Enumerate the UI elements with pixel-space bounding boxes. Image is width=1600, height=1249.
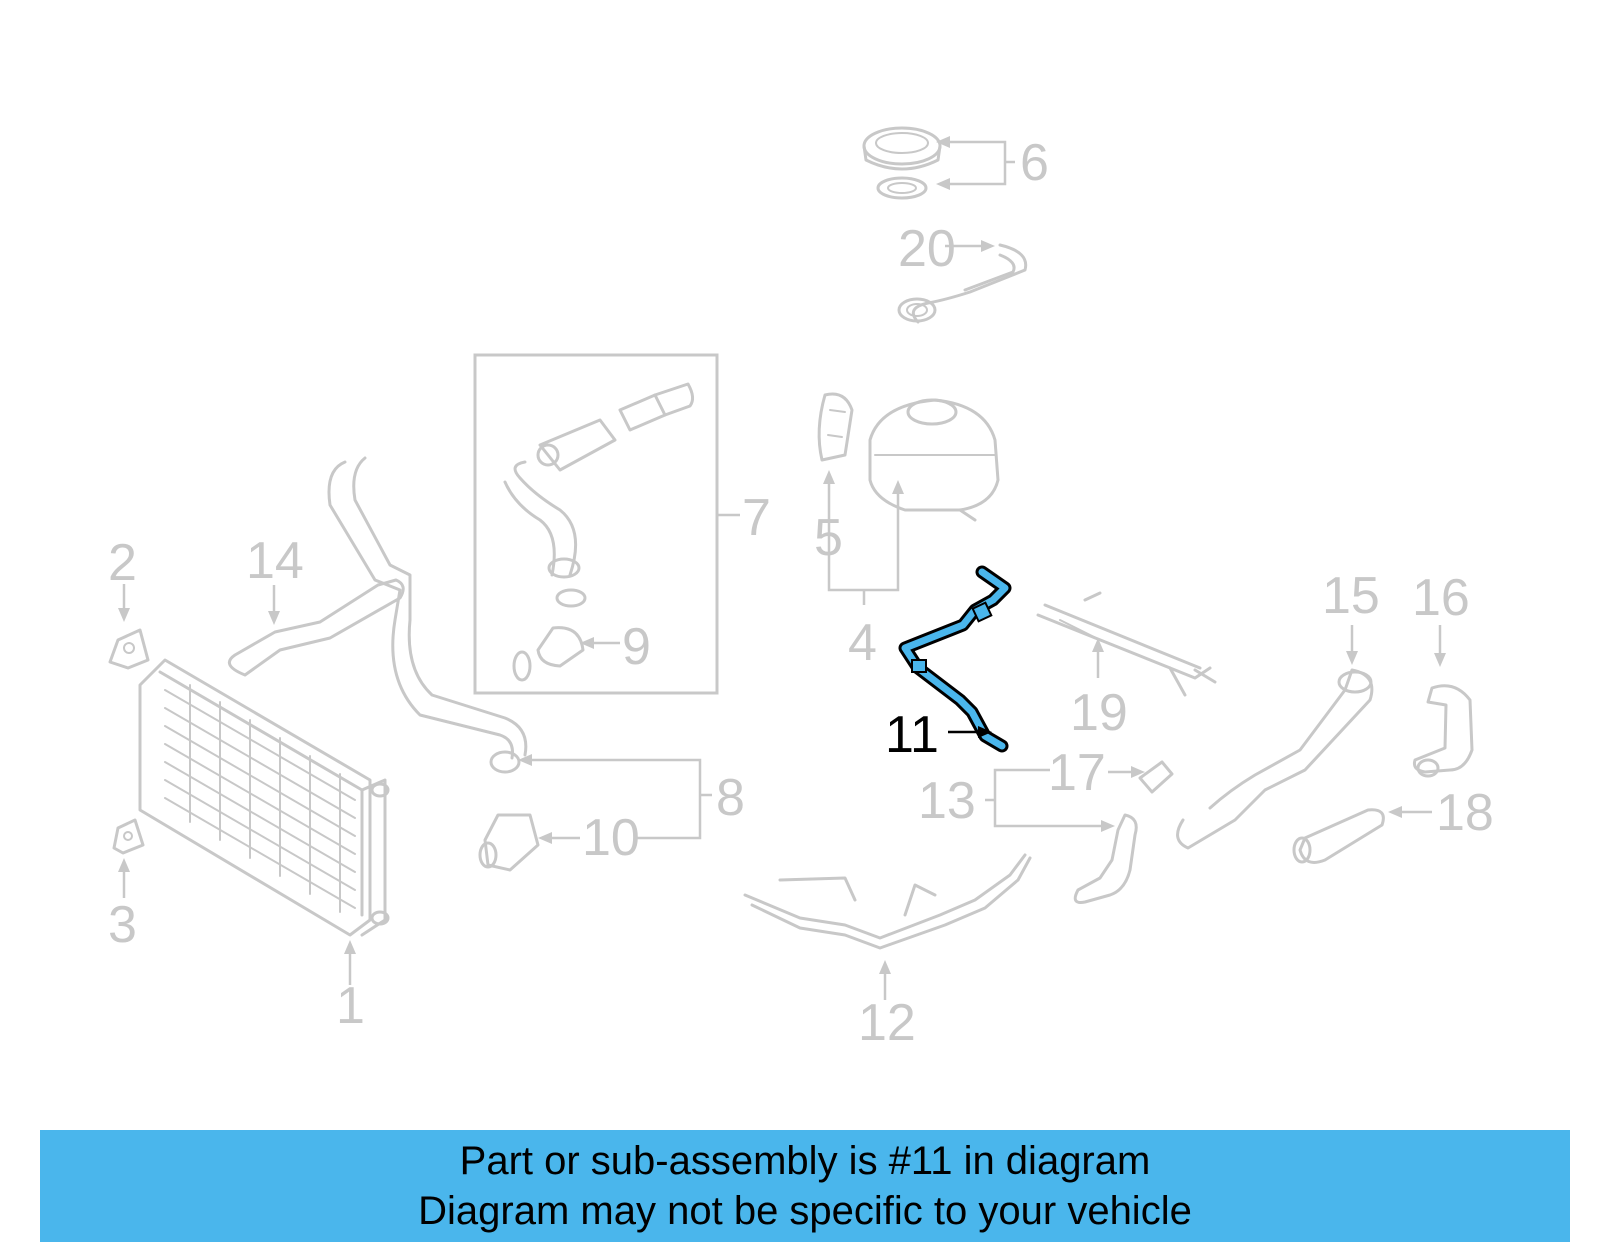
callout-4[interactable]: 4 — [848, 614, 877, 672]
leader-20 — [945, 240, 995, 252]
part-3-bracket — [112, 818, 145, 855]
callout-20[interactable]: 20 — [898, 220, 956, 278]
part-4-reservoir — [868, 398, 1000, 522]
callout-10[interactable]: 10 — [582, 809, 640, 867]
part-14-hose — [227, 578, 405, 677]
leader-1 — [344, 940, 356, 985]
leader-11 — [948, 726, 992, 738]
leader-16 — [1434, 625, 1446, 667]
callout-12[interactable]: 12 — [858, 994, 916, 1052]
leader-18 — [1388, 806, 1432, 818]
callout-17[interactable]: 17 — [1048, 744, 1106, 802]
callout-19[interactable]: 19 — [1070, 684, 1128, 742]
callout-1[interactable]: 1 — [336, 977, 365, 1035]
part-18-fitting — [1292, 808, 1385, 864]
group-7-box — [473, 353, 719, 695]
callout-18[interactable]: 18 — [1436, 784, 1494, 842]
callout-16[interactable]: 16 — [1412, 569, 1470, 627]
leader-4-5 — [823, 470, 904, 605]
callout-13[interactable]: 13 — [918, 772, 976, 830]
part-15-hose — [1176, 668, 1374, 850]
part-7-hose-assembly — [503, 382, 695, 682]
leader-17 — [1108, 766, 1145, 778]
part-12-pipe — [743, 853, 1032, 950]
callout-8[interactable]: 8 — [716, 769, 745, 827]
leader-12 — [879, 960, 891, 1000]
leader-14 — [268, 585, 280, 625]
part-1-radiator — [138, 658, 390, 937]
part-5-bracket — [817, 392, 854, 462]
part-16-hose — [1413, 684, 1474, 778]
callout-7[interactable]: 7 — [742, 489, 771, 547]
leader-2 — [118, 584, 130, 622]
leader-8 — [518, 754, 712, 840]
banner-line-2: Diagram may not be specific to your vehi… — [418, 1189, 1192, 1233]
callout-11[interactable]: 11 — [885, 706, 939, 764]
leader-15 — [1346, 625, 1358, 665]
part-11-hose-highlighted — [898, 565, 1012, 753]
callout-15[interactable]: 15 — [1322, 567, 1380, 625]
part-8-hose — [327, 456, 528, 774]
part-10-flange — [478, 813, 540, 872]
leader-13 — [985, 768, 1115, 832]
callout-3[interactable]: 3 — [108, 896, 137, 954]
part-2-bracket — [108, 628, 150, 670]
info-banner: Part or sub-assembly is #11 in diagram D… — [40, 1130, 1570, 1242]
part-13-hose — [1073, 813, 1138, 904]
leader-10 — [538, 832, 580, 844]
banner-line-1: Part or sub-assembly is #11 in diagram — [459, 1139, 1151, 1183]
callout-2[interactable]: 2 — [108, 534, 137, 592]
part-19-pipe — [1036, 591, 1217, 697]
leader-19 — [1092, 638, 1104, 678]
callout-9[interactable]: 9 — [622, 618, 651, 676]
callout-6[interactable]: 6 — [1020, 134, 1049, 192]
leader-3 — [118, 858, 130, 898]
leader-9 — [580, 637, 620, 649]
callout-5[interactable]: 5 — [814, 509, 843, 567]
callout-14[interactable]: 14 — [246, 532, 304, 590]
part-17-sensor — [1138, 760, 1174, 794]
part-20-hose — [897, 243, 1028, 324]
leader-6 — [936, 136, 1015, 190]
part-6-cap — [862, 126, 942, 200]
